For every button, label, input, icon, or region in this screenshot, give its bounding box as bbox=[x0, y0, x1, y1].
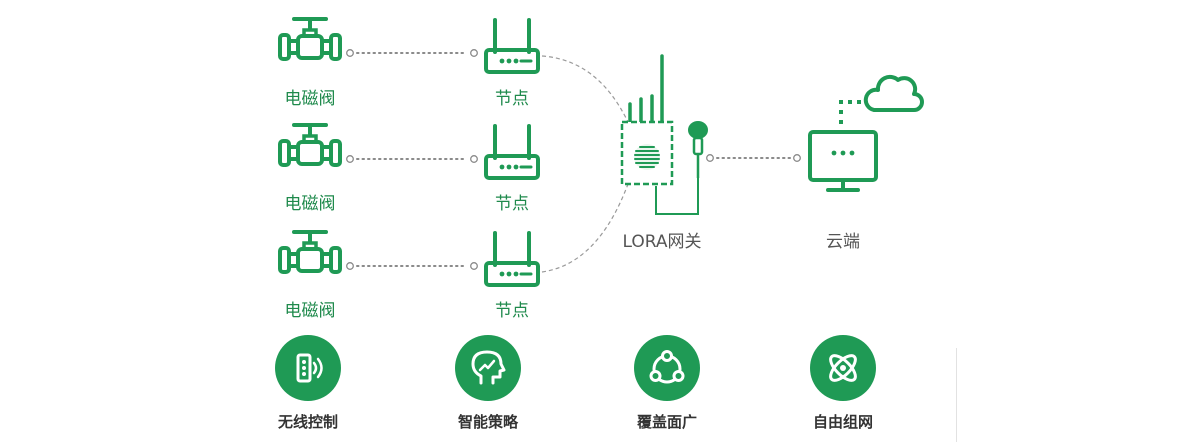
cloud-icon bbox=[863, 74, 924, 112]
link-node1-gateway bbox=[541, 55, 629, 123]
feature-label: 智能策略 bbox=[457, 413, 519, 431]
feature-label: 覆盖面广 bbox=[636, 413, 698, 431]
valve-label: 电磁阀 bbox=[284, 194, 336, 214]
node-label: 节点 bbox=[495, 194, 529, 214]
cloud-label: 云端 bbox=[826, 232, 860, 252]
node-label: 节点 bbox=[495, 301, 529, 321]
smart-strategy-icon bbox=[471, 350, 506, 385]
feature-label: 自由组网 bbox=[812, 413, 874, 431]
divider bbox=[956, 348, 957, 442]
feature-wide-coverage bbox=[634, 335, 700, 401]
node-label: 节点 bbox=[495, 89, 529, 109]
router-icon bbox=[484, 124, 540, 180]
feature-free-networking bbox=[810, 335, 876, 401]
lora-gateway-icon bbox=[620, 54, 708, 215]
feature-smart-strategy bbox=[455, 335, 521, 401]
valve-icon bbox=[278, 230, 342, 274]
cloud-monitor-icon bbox=[808, 74, 924, 192]
feature-wireless-control bbox=[275, 335, 341, 401]
feature-label: 无线控制 bbox=[277, 413, 339, 431]
coverage-icon bbox=[649, 350, 685, 384]
router-icon bbox=[484, 231, 540, 287]
valve-icon bbox=[278, 123, 342, 167]
link-node3-gateway bbox=[541, 183, 629, 273]
valve-node-links bbox=[346, 49, 478, 270]
router-icon bbox=[484, 18, 540, 74]
valve-icon bbox=[278, 17, 342, 61]
valve-label: 电磁阀 bbox=[284, 89, 336, 109]
networking-icon bbox=[829, 354, 857, 382]
wireless-control-icon bbox=[296, 353, 323, 383]
valve-label: 电磁阀 bbox=[284, 301, 336, 321]
gateway-label: LORA网关 bbox=[622, 232, 702, 252]
